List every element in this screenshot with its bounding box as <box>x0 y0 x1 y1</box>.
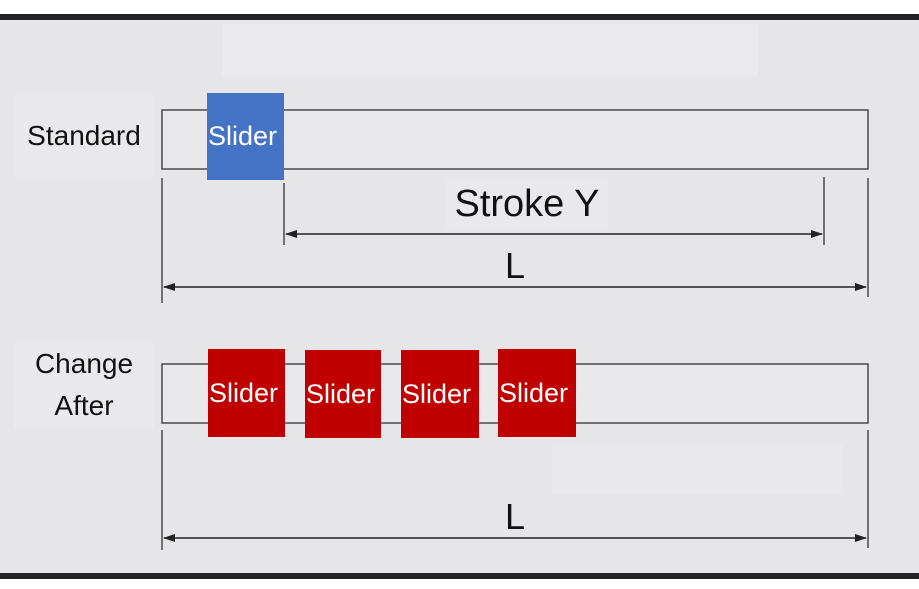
standard-length-label: L <box>504 245 526 286</box>
standard-slider: Slider <box>207 93 284 180</box>
panel-highlight-bottom <box>552 445 842 495</box>
changed-slider-4: Slider <box>498 349 576 437</box>
change-after-label-line2: After <box>54 390 114 421</box>
change-after-length-label: L <box>504 496 526 537</box>
frame-top-border <box>0 14 919 20</box>
standard-label: Standard <box>14 94 154 178</box>
change-after-label: Change After <box>14 342 154 428</box>
changed-slider-1: Slider <box>208 349 285 437</box>
stroke-y-label: Stroke Y <box>446 178 608 230</box>
changed-slider-2: Slider <box>305 350 381 438</box>
change-after-label-line1: Change <box>34 348 134 379</box>
frame-bottom-border <box>0 573 919 579</box>
changed-slider-3: Slider <box>401 350 479 438</box>
panel-highlight-top <box>222 24 758 76</box>
